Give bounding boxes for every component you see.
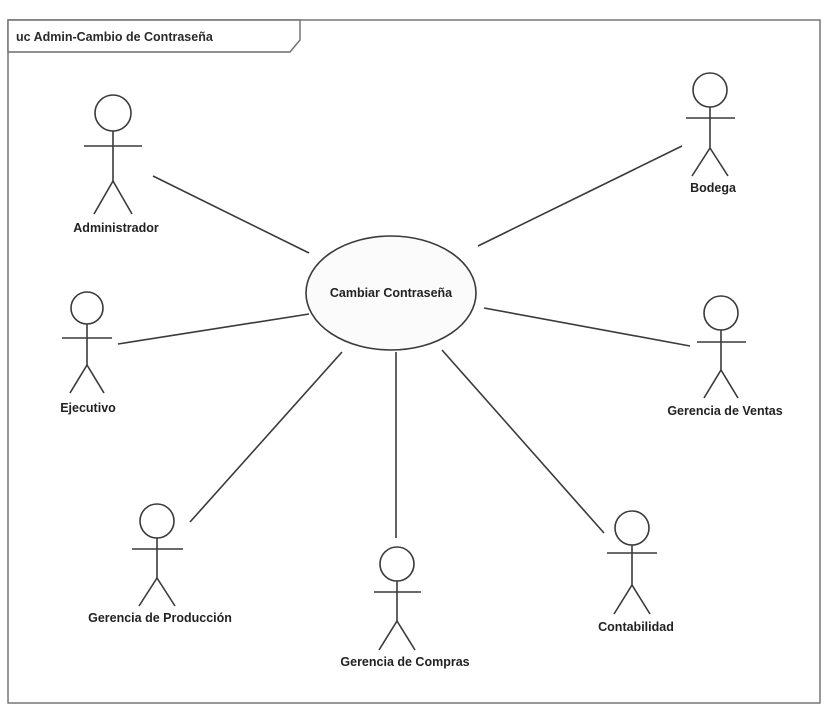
association-administrador <box>152 175 310 254</box>
actor-ejecutivo[interactable]: Ejecutivo <box>60 291 116 415</box>
actor-administrador[interactable]: Administrador <box>73 94 159 235</box>
actor-gerencia-compras[interactable]: Gerencia de Compras <box>340 546 470 669</box>
association-bodega <box>477 145 683 247</box>
actor-label: Gerencia de Compras <box>340 655 469 669</box>
actor-bodega[interactable]: Bodega <box>686 72 737 195</box>
association-ejecutivo <box>117 313 310 345</box>
use-case-cambiar-contrasena[interactable]: Cambiar Contraseña <box>305 235 477 351</box>
actor-label: Administrador <box>73 221 159 235</box>
use-case-ellipse <box>305 235 477 351</box>
stick-figure-icon <box>607 510 657 615</box>
actor-gerencia-ventas[interactable]: Gerencia de Ventas <box>667 295 783 418</box>
actor-label: Bodega <box>690 181 737 195</box>
association-gerencia-produccion <box>189 351 343 523</box>
stick-figure-icon <box>84 94 142 215</box>
actor-label: Gerencia de Producción <box>88 611 232 625</box>
associations <box>117 145 691 538</box>
use-case-label: Cambiar Contraseña <box>330 286 453 300</box>
stick-figure-icon <box>686 72 735 177</box>
actor-contabilidad[interactable]: Contabilidad <box>598 510 674 634</box>
association-contabilidad <box>441 349 605 534</box>
frame-title: uc Admin-Cambio de Contraseña <box>16 30 214 44</box>
actor-gerencia-produccion[interactable]: Gerencia de Producción <box>88 503 232 625</box>
stick-figure-icon <box>62 291 112 394</box>
diagram-frame <box>7 19 821 704</box>
actor-label: Contabilidad <box>598 620 674 634</box>
actor-label: Ejecutivo <box>60 401 116 415</box>
stick-figure-icon <box>697 295 746 399</box>
frame-title-tab <box>7 19 301 53</box>
association-gerencia-ventas <box>483 307 691 347</box>
stick-figure-icon <box>132 503 183 607</box>
stick-figure-icon <box>374 546 421 651</box>
actor-label: Gerencia de Ventas <box>667 404 782 418</box>
